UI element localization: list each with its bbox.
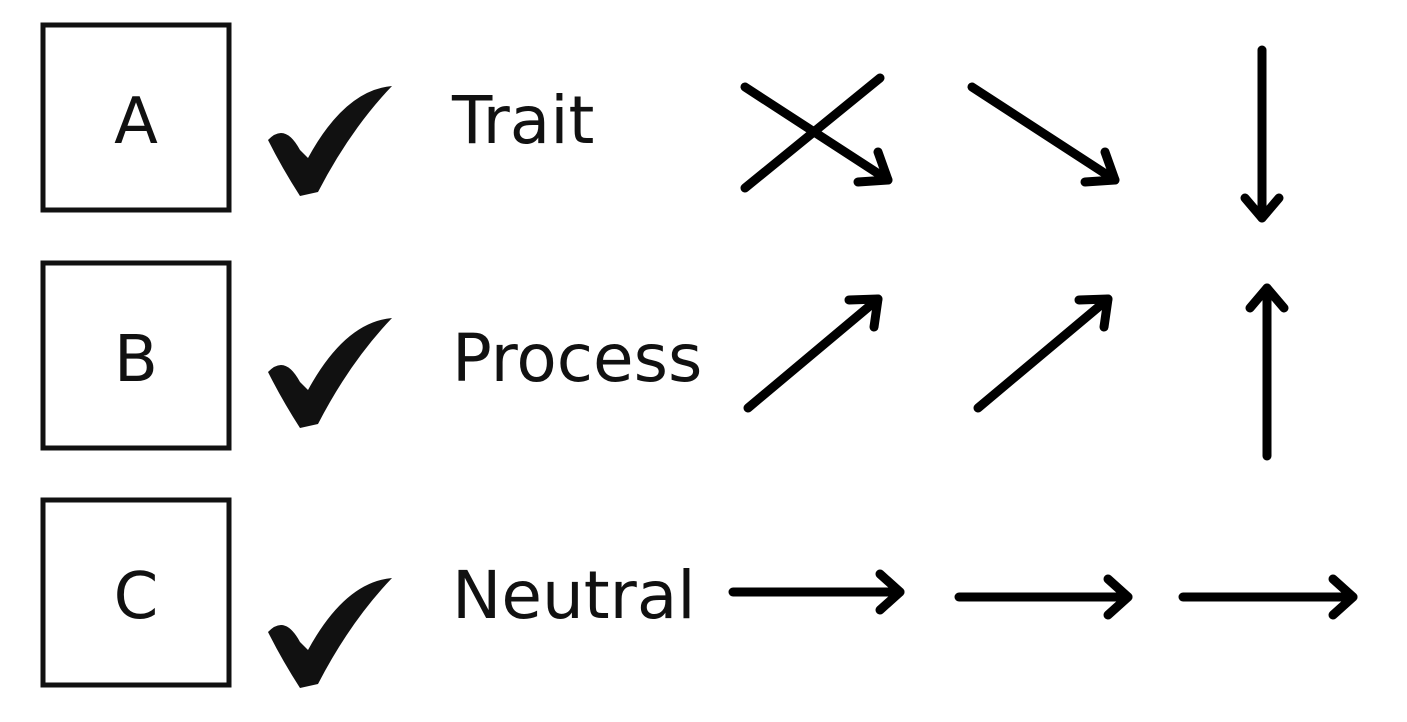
row-label-c: Neutral — [452, 557, 696, 634]
letter-box-b — [40, 260, 232, 451]
letter-c: C — [114, 560, 159, 634]
row-c: C Neutral — [40, 497, 1358, 688]
arrow-right-icon — [1178, 574, 1358, 620]
row-a: A Trait — [40, 22, 1284, 223]
arrow-down-icon — [1240, 45, 1284, 223]
letter-box-a — [40, 22, 232, 213]
checkmark-icon — [268, 318, 392, 428]
arrow-up-right-icon — [973, 294, 1113, 413]
letter-a: A — [114, 85, 158, 159]
row-label-a: Trait — [451, 82, 594, 159]
row-b: B Process — [40, 260, 1289, 461]
checkmark-icon — [268, 86, 392, 196]
arrow-right-icon — [954, 574, 1133, 620]
arrow-up-icon — [1245, 283, 1289, 461]
arrow-down-right-icon — [740, 82, 893, 187]
arrow-right-icon — [728, 569, 905, 615]
letter-b: B — [114, 323, 158, 397]
letter-box-c — [40, 497, 232, 688]
arrow-up-right-icon — [743, 294, 883, 413]
checkmark-icon — [268, 578, 392, 688]
arrow-down-right-icon — [967, 82, 1120, 187]
row-label-b: Process — [452, 320, 702, 397]
